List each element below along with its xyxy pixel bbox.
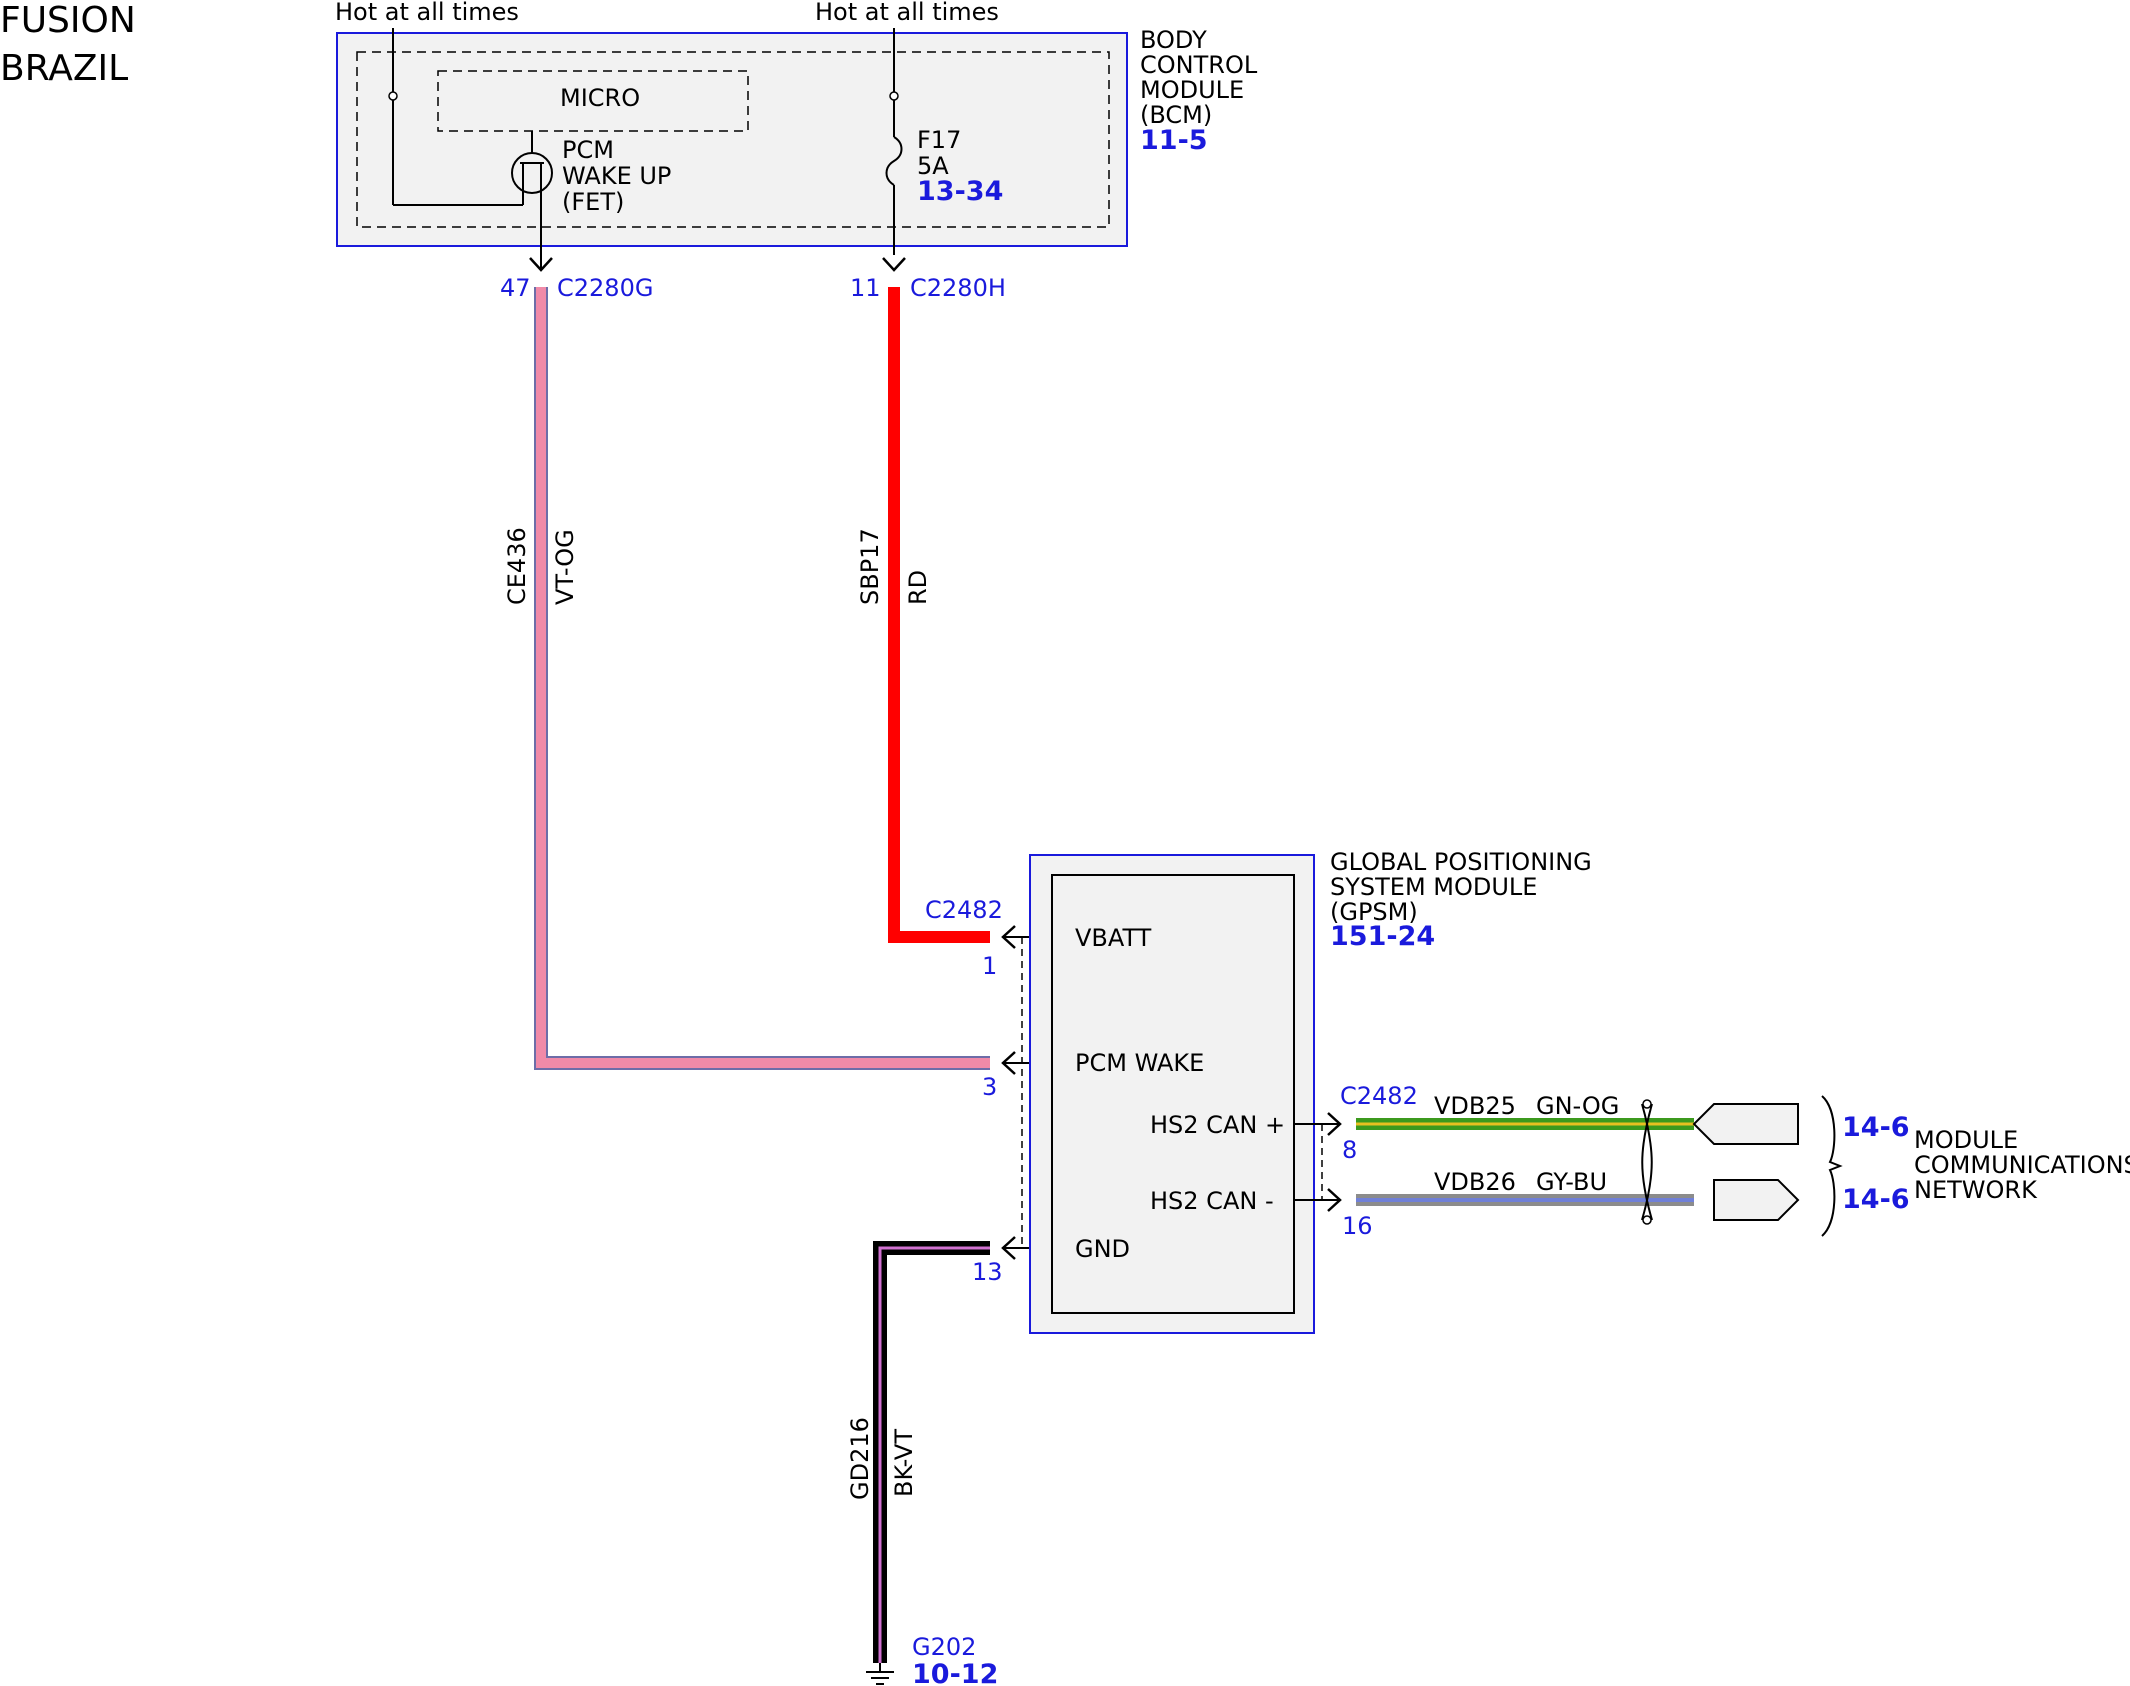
ground-icon [866,1663,894,1685]
network-name-2: COMMUNICATIONS [1914,1151,2130,1179]
c2280g-name: C2280G [557,274,653,302]
vdb25-circuit: VDB25 [1434,1092,1516,1120]
c2280h-pin: 11 [850,274,881,302]
network-name-3: NETWORK [1914,1176,2038,1204]
connector-arrow-c2280h [882,257,906,272]
network-flag-out-icon [1713,1179,1800,1221]
micro-label: MICRO [560,84,640,112]
network-name-1: MODULE [1914,1126,2018,1154]
gpsm-ref: 151-24 [1330,921,1435,952]
fet-label-3: (FET) [562,188,624,216]
bcm-name-4: (BCM) [1140,101,1212,129]
network-flag-in-icon [1692,1103,1799,1145]
fuse-ref: 13-34 [917,176,1003,207]
ground-name: G202 [912,1633,976,1661]
header-model: FUSION [0,0,136,41]
ce436-color: VT-OG [551,529,579,605]
fet-transistor-icon [511,131,553,205]
network-brace-icon [1821,1095,1843,1237]
c2280h-name: C2280H [910,274,1006,302]
gd216-circuit: GD216 [846,1417,874,1500]
gpsm-name-3: (GPSM) [1330,898,1418,926]
bcm-name-1: BODY [1140,26,1207,54]
bcm-name-3: MODULE [1140,76,1244,104]
pin-arrows-right [1294,1112,1342,1212]
wire-ce436 [534,287,990,1070]
pin-number-hs2-can-minus: 16 [1342,1212,1373,1240]
gd216-color: BK-VT [890,1429,918,1497]
pin-label-gnd: GND [1075,1235,1130,1263]
vdb26-circuit: VDB26 [1434,1168,1516,1196]
gpsm-module [1029,854,1315,1334]
wire-sbp17 [888,287,990,943]
fuse-rating: 5A [917,152,949,180]
vdb26-color: GY-BU [1536,1168,1607,1196]
power-label-left: Hot at all times [335,0,519,26]
fuse-name: F17 [917,126,961,154]
c2280g-pin: 47 [500,274,531,302]
pin-label-hs2-can-minus: HS2 CAN - [1150,1187,1274,1215]
pin-arrows-left [1001,925,1052,1260]
pin-label-hs2-can-plus: HS2 CAN + [1150,1111,1285,1139]
pin-number-pcm-wake: 3 [982,1073,997,1101]
micro-box [437,70,749,132]
fuse-icon [885,136,903,186]
sbp17-circuit: SBP17 [856,528,884,605]
sbp17-color: RD [904,570,932,605]
bcm-ref: 11-5 [1140,125,1208,156]
fet-label-1: PCM [562,136,614,164]
network-ref-1: 14-6 [1842,1112,1910,1143]
pin-label-vbatt: VBATT [1075,924,1152,952]
c2482-right-name: C2482 [1340,1082,1418,1110]
network-ref-2: 14-6 [1842,1184,1910,1215]
connector-arrow-c2280g [529,257,553,272]
fet-label-2: WAKE UP [562,162,671,190]
wire-gd216 [873,1241,990,1663]
c2482-left-name: C2482 [925,896,1003,924]
ground-ref: 10-12 [912,1659,998,1686]
pin-label-pcm-wake: PCM WAKE [1075,1049,1204,1077]
bcm-module: MICRO PCM WAKE UP (FET) F17 5A 13-34 BOD… [336,26,1258,255]
pin-number-gnd: 13 [972,1258,1003,1286]
power-label-right: Hot at all times [815,0,999,26]
pin-number-vbatt: 1 [982,952,997,980]
header-market: BRAZIL [0,48,128,89]
gpsm-name-1: GLOBAL POSITIONING [1330,848,1592,876]
gpsm-name-2: SYSTEM MODULE [1330,873,1537,901]
vdb25-color: GN-OG [1536,1092,1619,1120]
bcm-name-2: CONTROL [1140,51,1258,79]
ce436-circuit: CE436 [503,527,531,605]
pin-number-hs2-can-plus: 8 [1342,1136,1357,1164]
twisted-pair-icon [1641,1099,1653,1225]
